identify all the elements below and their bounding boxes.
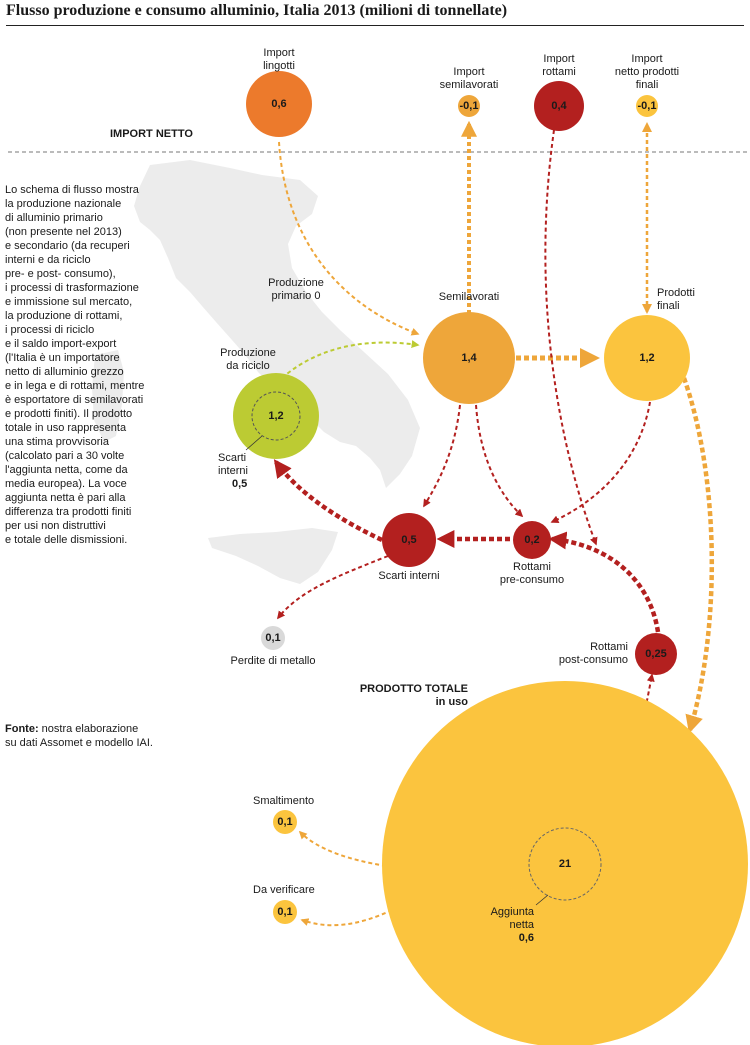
import-rottami-value: 0,4	[551, 100, 567, 112]
flow-totale-to-verificare	[300, 909, 393, 927]
prodotto-totale-label: PRODOTTO TOTALE in uso	[359, 683, 468, 708]
source-note: Fonte: nostra elaborazione su dati Assom…	[5, 722, 153, 750]
flow-riciclo-to-semilavorati	[281, 340, 420, 379]
produzione-riciclo-value: 1,2	[268, 410, 284, 422]
flow-totale-to-smaltimento	[298, 830, 387, 867]
scarti-interni-label: Scarti interni	[378, 570, 440, 582]
import-lingotti-node	[246, 71, 312, 137]
produzione-riciclo-node	[233, 373, 319, 459]
smaltimento-label: Smaltimento	[253, 795, 315, 807]
rottami-post-consumo-label: Rottami post-consumo	[558, 641, 628, 666]
sardinia-shape	[92, 350, 124, 442]
scarti-interni-inner-ring	[251, 391, 301, 441]
smaltimento-value: 0,1	[277, 816, 293, 828]
import-semilavorati-node	[458, 95, 480, 117]
import-rottami-node	[534, 81, 584, 131]
flow-semilavorati-to-scarti	[423, 404, 461, 508]
smaltimento-node	[273, 810, 297, 834]
chart-title: Flusso produzione e consumo alluminio, I…	[6, 2, 744, 26]
flow-finali-to-totale	[681, 377, 714, 734]
prodotti-finali-node	[604, 315, 690, 401]
semilavorati-node	[423, 312, 515, 404]
import-semilavorati-value: -0,1	[459, 100, 479, 112]
import-netto-label: IMPORT NETTO	[110, 128, 193, 140]
rottami-pre-consumo-value: 0,2	[524, 534, 540, 546]
import-lingotti-label: Import lingotti	[263, 47, 295, 72]
prodotto-totale-value: 21	[558, 858, 572, 870]
prodotto-totale-node	[382, 681, 748, 1045]
flow-rottami-import	[544, 129, 598, 546]
import-prodotti-finali-value: -0,1	[637, 100, 657, 112]
rottami-post-consumo-value: 0,25	[645, 648, 667, 660]
import-lingotti-value: 0,6	[271, 98, 287, 110]
rottami-pre-consumo-label: Rottami pre-consumo	[499, 561, 565, 586]
perdite-metallo-node	[261, 626, 285, 650]
semilavorati-label: Semilavorati	[438, 291, 500, 303]
flow-lingotti-to-semilavorati	[278, 141, 420, 336]
scarti-interni-value: 0,5	[401, 534, 417, 546]
rottami-post-consumo-node	[635, 633, 677, 675]
flow-scarti-to-perdite	[277, 555, 389, 620]
flow-finali-to-preconsumo	[550, 401, 651, 523]
aggiunta-netta-label: Aggiunta netta	[490, 906, 534, 931]
rottami-pre-consumo-node	[513, 521, 551, 559]
flow-scarti-to-riciclo	[273, 459, 383, 543]
da-verificare-value: 0,1	[277, 906, 293, 918]
scarti-interni-inner-value: 0,5	[232, 478, 248, 490]
produzione-riciclo-label: Produzione da riciclo	[220, 347, 276, 372]
aggiunta-netta-leader	[535, 894, 549, 906]
sicily-shape	[208, 528, 338, 584]
prodotti-finali-value: 1,2	[639, 352, 655, 364]
scarti-interni-leader	[245, 435, 263, 451]
source-text: nostra elaborazione su dati Assomet e mo…	[5, 723, 153, 749]
flow-semilavorati-to-preconsumo	[475, 404, 524, 518]
prodotti-finali-label: Prodotti finali	[657, 287, 695, 312]
source-label: Fonte:	[5, 723, 39, 735]
da-verificare-node	[273, 900, 297, 924]
flow-postconsumo-to-preconsumo	[548, 531, 661, 633]
aggiunta-netta-value: 0,6	[518, 932, 534, 944]
import-prodotti-finali-node	[636, 95, 658, 117]
scarti-interni-node	[382, 513, 436, 567]
import-prodotti-finali-label: Import netto prodotti finali	[614, 53, 680, 91]
description-text: Lo schema di flusso mostra la produzione…	[5, 184, 145, 546]
produzione-primario-label: Produzione primario 0	[268, 277, 324, 302]
aggiunta-netta-ring	[528, 827, 602, 901]
semilavorati-value: 1,4	[461, 352, 477, 364]
da-verificare-label: Da verificare	[253, 884, 315, 896]
italy-map-shape	[134, 160, 420, 488]
scarti-interni-inner-label: Scarti interni	[218, 452, 248, 477]
import-semilavorati-label: Import semilavorati	[439, 66, 499, 91]
perdite-metallo-value: 0,1	[265, 632, 281, 644]
import-rottami-label: Import rottami	[542, 53, 576, 78]
perdite-metallo-label: Perdite di metallo	[230, 655, 316, 667]
